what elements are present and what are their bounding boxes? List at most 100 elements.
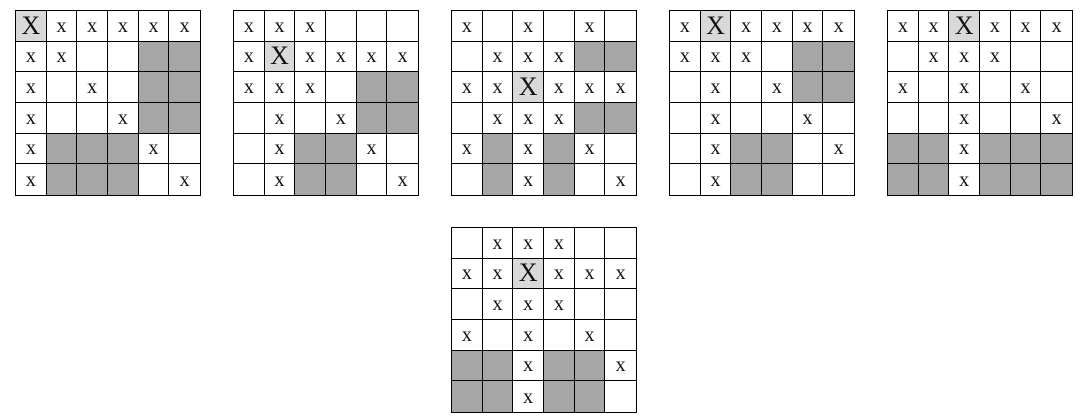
marked-cell: x	[234, 41, 265, 73]
shaded-cell	[295, 164, 326, 195]
empty-cell	[452, 228, 483, 259]
marked-cell: x	[823, 11, 854, 42]
empty-cell	[387, 11, 418, 42]
marked-cell: x	[325, 41, 357, 73]
empty-cell	[387, 134, 418, 165]
shaded-cell	[888, 133, 919, 165]
marked-cell: x	[949, 133, 980, 165]
marked-cell: x	[397, 168, 408, 191]
empty-cell	[605, 134, 636, 165]
marked-cell: x	[1041, 11, 1072, 42]
empty-cell	[979, 72, 1011, 103]
shaded-cell	[979, 133, 1011, 165]
empty-cell	[325, 11, 357, 42]
shaded-cell	[169, 102, 200, 134]
empty-cell	[823, 103, 854, 134]
empty-cell	[169, 134, 200, 165]
shaded-cell	[574, 41, 606, 73]
shaded-cell	[979, 164, 1011, 195]
marked-cell: x	[107, 11, 139, 42]
shaded-cell	[823, 41, 854, 73]
empty-cell	[888, 102, 919, 134]
shaded-cell	[46, 133, 78, 165]
shaded-cell	[605, 41, 636, 73]
center-cell: X	[264, 41, 296, 73]
marked-cell: x	[574, 133, 606, 165]
shaded-cell	[888, 164, 919, 195]
empty-cell	[731, 102, 762, 134]
empty-cell	[482, 11, 514, 42]
marked-cell: x	[452, 133, 483, 165]
empty-cell	[918, 102, 950, 134]
empty-cell	[761, 102, 793, 134]
empty-cell	[605, 228, 636, 259]
shaded-cell	[574, 350, 606, 382]
marked-cell: x	[264, 72, 296, 103]
marked-cell: x	[543, 228, 575, 259]
empty-cell	[670, 102, 701, 134]
marked-cell: x	[918, 41, 950, 73]
shaded-cell	[482, 350, 514, 382]
empty-cell	[888, 41, 919, 73]
shaded-cell	[605, 102, 636, 134]
marked-cell: x	[979, 41, 1011, 73]
empty-cell	[77, 41, 108, 73]
marked-cell: x	[949, 72, 980, 103]
marked-cell: x	[16, 41, 47, 73]
center-cell: X	[16, 11, 47, 42]
shaded-cell	[1041, 164, 1072, 195]
empty-cell	[574, 289, 606, 320]
empty-cell	[452, 41, 483, 73]
marked-cell: x	[670, 41, 701, 73]
shaded-cell	[731, 164, 762, 195]
marked-cell: x	[574, 319, 606, 351]
marked-cell: x	[452, 319, 483, 351]
marked-cell: x	[949, 164, 980, 195]
shaded-cell	[482, 133, 514, 165]
empty-cell	[605, 381, 636, 412]
marked-cell: x	[792, 102, 824, 134]
marked-cell: x	[513, 133, 544, 165]
shaded-cell	[138, 72, 170, 103]
marked-cell: x	[265, 164, 296, 195]
marked-cell: x	[513, 11, 544, 42]
marked-cell: x	[574, 11, 606, 42]
marked-cell: x	[295, 11, 326, 42]
marked-cell: x	[356, 133, 388, 165]
marked-cell: x	[452, 258, 483, 290]
shaded-cell	[387, 102, 418, 134]
shaded-cell	[107, 133, 139, 165]
marked-cell: x	[543, 289, 575, 320]
marked-cell: x	[670, 11, 701, 42]
marked-cell: x	[605, 351, 636, 382]
marked-cell: x	[179, 168, 190, 191]
marked-cell: x	[700, 41, 732, 73]
marked-cell: x	[605, 72, 636, 103]
shaded-cell	[543, 350, 575, 382]
empty-cell	[234, 102, 265, 134]
empty-cell	[823, 164, 854, 195]
empty-cell	[918, 72, 950, 103]
empty-cell	[107, 72, 139, 103]
marked-cell: x	[949, 41, 980, 73]
shaded-cell	[77, 164, 108, 195]
shaded-cell	[761, 133, 793, 165]
shaded-cell	[325, 133, 357, 165]
shaded-cell	[356, 72, 388, 103]
shaded-cell	[77, 133, 108, 165]
marked-cell: x	[295, 41, 326, 73]
empty-cell	[1041, 72, 1072, 103]
marked-cell: x	[482, 289, 514, 320]
empty-cell	[605, 320, 636, 351]
marked-cell: x	[356, 41, 388, 73]
empty-cell	[979, 102, 1011, 134]
shaded-cell	[482, 381, 514, 412]
marked-cell: x	[16, 102, 47, 134]
marked-cell: x	[513, 350, 544, 382]
marked-cell: x	[77, 11, 108, 42]
empty-cell	[295, 102, 326, 134]
marked-cell: x	[731, 41, 762, 73]
marked-cell: x	[543, 72, 575, 103]
